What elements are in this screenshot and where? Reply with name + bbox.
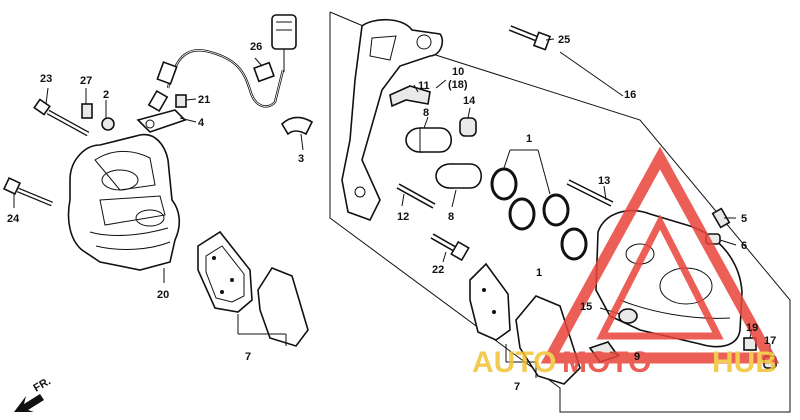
- label-1-upper: 1: [526, 133, 532, 145]
- watermark-auto: AUTO: [472, 346, 556, 379]
- brake-pad-inner-right: [469, 262, 511, 341]
- seal-1c: [542, 193, 570, 227]
- label-26: 26: [250, 41, 262, 53]
- label-13: 13: [598, 175, 610, 187]
- label-24: 24: [7, 213, 20, 225]
- bolt-24: [2, 176, 53, 207]
- boot-15: [618, 308, 638, 324]
- hose-fitting: [156, 61, 178, 85]
- watermark-hub: HUB: [712, 346, 777, 379]
- label-4: 4: [198, 117, 205, 129]
- watermark-triangle-inner: [596, 214, 724, 340]
- boot-14: [459, 117, 477, 137]
- watermark-moto: MOTO: [562, 346, 651, 379]
- label-27: 27: [80, 75, 92, 87]
- label-8-upper: 8: [423, 107, 429, 119]
- bleeder-5: [711, 207, 731, 229]
- clamp: [280, 116, 314, 136]
- label-9: 9: [634, 351, 640, 363]
- seal-1d: [560, 227, 588, 261]
- piston-upper: [405, 127, 453, 153]
- seal-1a: [490, 167, 518, 201]
- bolt-23: [33, 98, 90, 137]
- watermark: AUTO MOTO HUB: [472, 146, 780, 379]
- screw-21: [175, 94, 187, 108]
- piston-lower: [435, 163, 483, 189]
- assembly-outline: [329, 11, 791, 413]
- label-18: (18): [448, 79, 468, 91]
- sensor-connector: [271, 14, 297, 50]
- bolt-22: [430, 233, 470, 262]
- label-11: 11: [418, 80, 430, 92]
- label-8-lower: 8: [448, 211, 454, 223]
- label-14: 14: [463, 95, 476, 107]
- brake-pad-outer-left: [257, 267, 309, 347]
- label-15: 15: [580, 301, 592, 313]
- label-3: 3: [298, 153, 304, 165]
- label-5: 5: [741, 213, 747, 225]
- watermark-triangle-outer: [540, 146, 780, 364]
- label-17: 17: [764, 335, 776, 347]
- label-21: 21: [198, 94, 210, 106]
- label-6: 6: [741, 240, 747, 252]
- label-1-lower: 1: [536, 267, 542, 279]
- screw-27: [81, 103, 93, 119]
- pin-13: [566, 179, 614, 207]
- label-19: 19: [746, 322, 758, 334]
- pad-spring-11: [389, 85, 431, 108]
- caliper-bracket: [341, 18, 444, 221]
- label-2: 2: [103, 89, 109, 101]
- hose-bracket: [136, 109, 187, 133]
- bleeder-2: [101, 117, 115, 131]
- label-12: 12: [397, 211, 409, 223]
- label-10: 10: [452, 66, 464, 78]
- bolt-25: [508, 25, 552, 51]
- front-direction-indicator: FR.: [14, 375, 53, 412]
- label-25: 25: [558, 34, 570, 46]
- label-7-left: 7: [245, 351, 251, 363]
- part-labels: 23 27 2 26 21 4 3 24 20 7 25 10 (18) 11 …: [7, 34, 776, 393]
- front-label: FR.: [32, 375, 53, 394]
- label-7-right: 7: [514, 381, 520, 393]
- pin-12: [396, 183, 436, 209]
- label-22: 22: [432, 264, 444, 276]
- label-16: 16: [624, 89, 636, 101]
- label-23: 23: [40, 73, 52, 85]
- label-20: 20: [157, 289, 169, 301]
- seal-1b: [508, 197, 536, 231]
